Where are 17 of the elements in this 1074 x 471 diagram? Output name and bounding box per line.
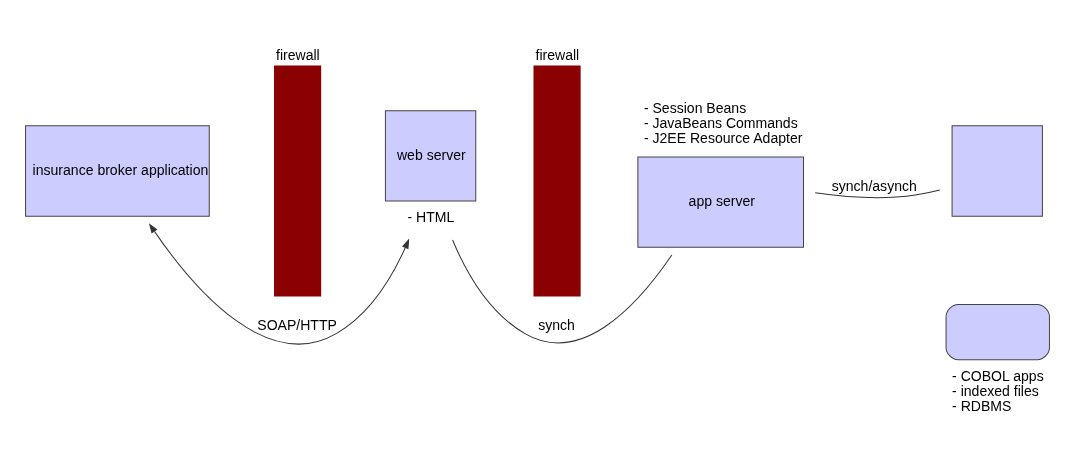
node-label: - J2EE Resource Adapter <box>643 130 803 147</box>
node-label: - JavaBeans Commands <box>643 115 798 132</box>
connector <box>814 189 941 199</box>
node-label: - COBOL apps <box>952 368 1044 384</box>
node-box <box>274 65 322 297</box>
arrow <box>149 223 410 345</box>
node-label: firewall <box>535 46 580 63</box>
node-label: - Session Beans <box>643 99 747 116</box>
edge-label: SOAP/HTTP <box>257 316 337 333</box>
node-label: - HTML <box>407 209 455 226</box>
node-box <box>533 65 581 297</box>
edge-label: synch <box>538 316 575 333</box>
node-label: firewall <box>276 46 320 63</box>
node-label: - RDBMS <box>952 398 1012 415</box>
edge-label: synch/asynch <box>831 178 917 195</box>
node-label: - indexed files <box>952 383 1039 400</box>
connector <box>452 239 673 344</box>
